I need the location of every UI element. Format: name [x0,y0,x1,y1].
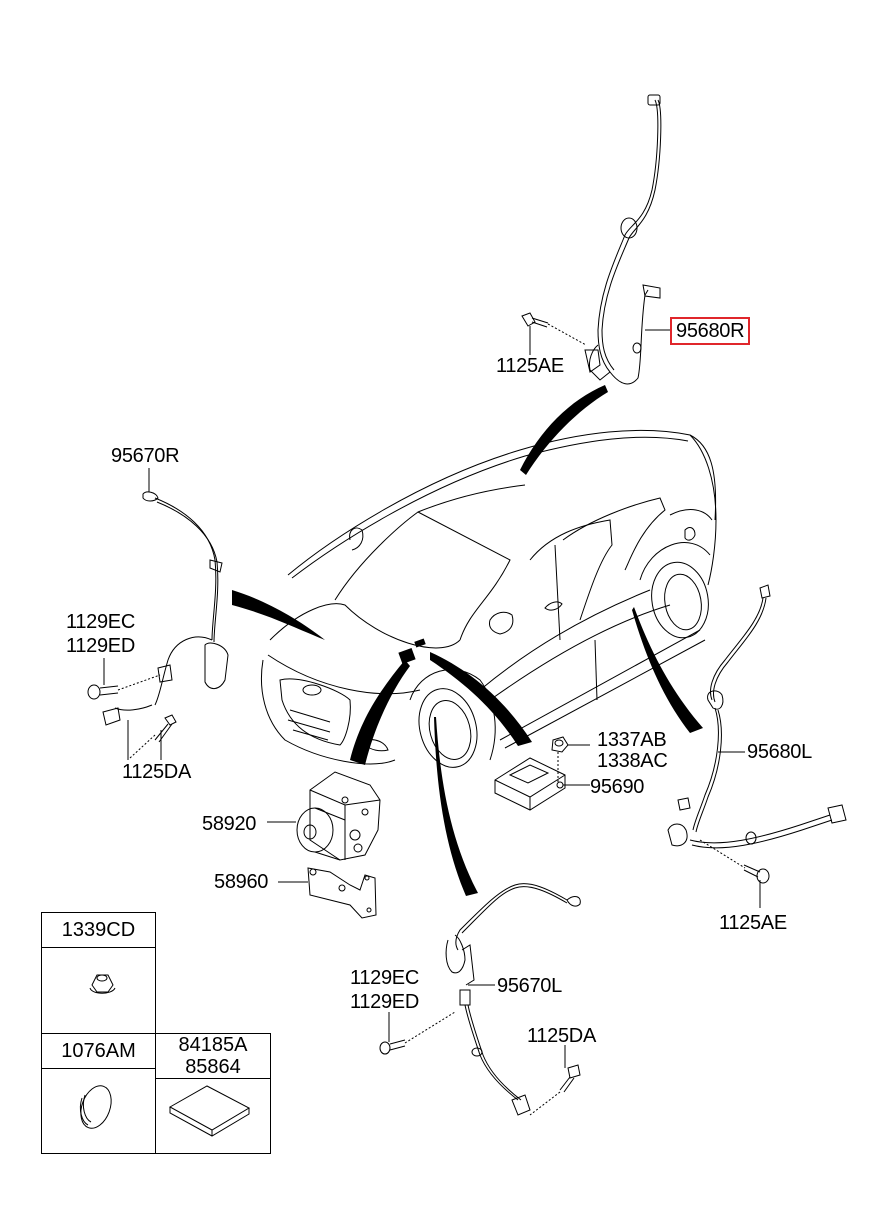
rear-left-sensor-illustration [668,585,846,908]
part-label-1125da-front-left[interactable]: 1125DA [527,1025,596,1047]
wedge-rear-left [632,607,703,733]
parts-table-header-line-1: 84185A [178,1034,248,1056]
part-label-1125ae-rear-right[interactable]: 1125AE [496,355,564,377]
front-left-sensor-illustration [380,884,580,1115]
wedge-front-left [434,717,478,896]
front-right-sensor-illustration [88,468,228,760]
part-label-58920[interactable]: 58920 [202,813,257,835]
parts-table-header-line-2: 85864 [185,1056,241,1078]
rear-right-sensor-illustration [522,95,661,384]
wedge-front-right [232,590,325,640]
car-body-illustration [261,430,716,773]
parts-table-cell-84185a[interactable]: 84185A 85864 [155,1033,271,1154]
parts-table-cell-1076am[interactable]: 1076AM [41,1033,156,1154]
parts-table-header: 1076AM [42,1034,155,1069]
abs-module-illustration [267,772,380,860]
nut-icon [90,975,115,993]
pad-icon [170,1086,249,1136]
part-label-95670l[interactable]: 95670L [497,975,562,997]
pointer-wedges [232,385,703,896]
part-label-1129ed-front-right[interactable]: 1129ED [66,635,135,657]
highlighted-part-callout[interactable]: 95680R [670,317,751,345]
part-label-1129ec-front-left[interactable]: 1129EC [350,967,419,989]
part-label-1125da-front-right[interactable]: 1125DA [122,761,191,783]
wedge-abs-module [350,660,410,765]
part-label-1338ac[interactable]: 1338AC [597,750,668,772]
abs-bracket-illustration [278,868,376,918]
part-label-1129ec-front-right[interactable]: 1129EC [66,611,135,633]
part-label-95680r[interactable]: 95680R [676,320,745,342]
part-label-1129ed-front-left[interactable]: 1129ED [350,991,419,1013]
part-label-1125ae-rear-left[interactable]: 1125AE [719,912,787,934]
part-label-1337ab[interactable]: 1337AB [597,729,667,751]
wedge-rear-right [520,385,608,475]
part-label-95680l[interactable]: 95680L [747,741,812,763]
part-label-95690[interactable]: 95690 [590,776,645,798]
part-label-58960[interactable]: 58960 [214,871,269,893]
wedge-yaw-sensor [430,652,532,746]
yaw-sensor-illustration [495,737,590,810]
parts-table-cell-1339cd[interactable]: 1339CD [41,912,156,1034]
part-label-95670r[interactable]: 95670R [111,445,180,467]
plug-cap-icon [75,1082,116,1133]
parts-table-header: 84185A 85864 [156,1034,270,1079]
parts-table-header: 1339CD [42,913,155,948]
